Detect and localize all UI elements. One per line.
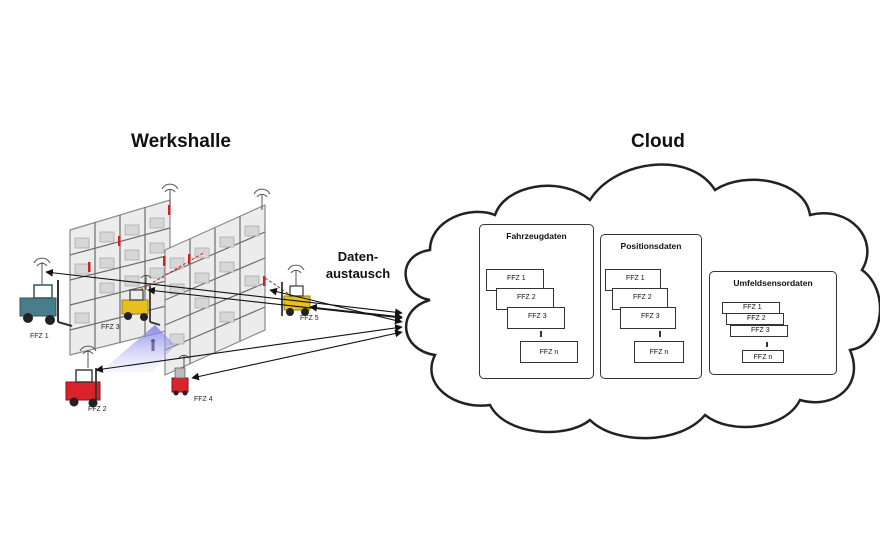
last-item: FFZ n [742,350,784,363]
forklift-ffz5 [281,264,311,316]
forklift-ffz2 [65,345,101,408]
stack-item: FFZ 3 [507,307,565,329]
stack-item: FFZ 3 [730,325,788,337]
stack-item: FFZ 3 [620,307,676,329]
panel-sensor-data: Umfeldsensordaten FFZ 1 FFZ 2 FFZ 3 FFZ … [709,271,837,375]
panel-title: Umfeldsensordaten [733,278,813,288]
last-item: FFZ n [520,341,578,363]
panel-title: Positionsdaten [620,241,682,251]
ellipsis-mark [659,331,661,337]
panel-title: Fahrzeugdaten [506,231,567,241]
ellipsis-mark [766,342,768,347]
rack-block-right [164,204,266,376]
rack-antennas [161,183,271,210]
data-exchange-label: Daten- austausch [318,248,398,282]
data-exchange-line1: Daten- [337,249,379,264]
cloud-title: Cloud [631,131,685,152]
panel-position-data: Positionsdaten FFZ 1 FFZ 2 FFZ 3 FFZ n [600,234,702,379]
data-exchange-line2: austausch [325,266,391,281]
ellipsis-mark [540,331,542,337]
worker-figure [151,339,155,351]
last-item: FFZ n [634,341,684,363]
vehicle-label-ffz3: FFZ 3 [101,324,120,331]
vehicle-label-ffz4: FFZ 4 [194,396,213,403]
panel-vehicle-data: Fahrzeugdaten FFZ 1 FFZ 2 FFZ 3 FFZ n [479,224,594,379]
forklift-ffz1 [19,257,73,327]
vehicle-label-ffz2: FFZ 2 [88,406,107,413]
stack-item: FFZ 2 [726,313,784,325]
vehicle-label-ffz1: FFZ 1 [30,333,49,340]
factory-title: Werkshalle [131,131,231,152]
exchange-arrows [45,268,403,381]
vehicle-label-ffz5: FFZ 5 [300,315,319,322]
